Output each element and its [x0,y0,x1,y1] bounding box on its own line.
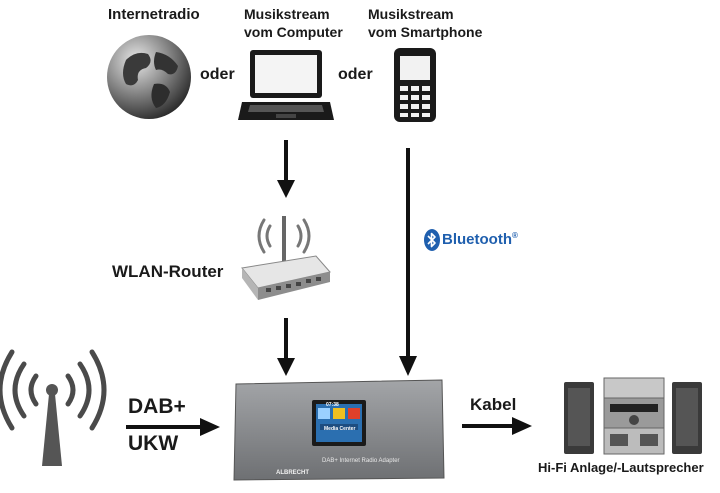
arrow-broadcast-to-adapter [126,418,220,436]
router-icon [241,216,331,300]
device-model-text: DAB+ Internet Radio Adapter [322,458,400,464]
arrow-smartphone-to-adapter [399,148,417,376]
bluetooth-label: Bluetooth® [442,231,518,248]
antenna-icon [0,349,107,466]
bluetooth-text: Bluetooth [442,231,512,248]
arrow-computer-to-router [277,140,295,198]
hifi-system-icon [564,377,702,455]
oder-label-2: oder [338,66,373,83]
radio-adapter-device [233,379,445,481]
internetradio-label: Internetradio [108,6,200,23]
computer-label-line1: Musikstream [244,6,330,22]
oder-label-1: oder [200,66,235,83]
dab-label: DAB+ [128,395,186,418]
bluetooth-icon [424,229,440,251]
smartphone-label-line1: Musikstream [368,6,454,22]
smartphone-icon [394,48,436,122]
arrow-router-to-adapter [277,318,295,376]
device-brand: ALBRECHT [276,470,309,476]
bluetooth-registered-mark: ® [511,231,518,240]
hifi-label: Hi-Fi Anlage/-Lautsprecher [538,460,704,475]
arrow-adapter-to-hifi [462,417,532,435]
globe-icon [107,35,191,119]
computer-label-line2: vom Computer [244,24,343,40]
cable-label: Kabel [470,395,517,414]
device-screen-time: 07:38 [326,402,339,408]
ukw-label: UKW [128,432,179,455]
device-screen-menu: Media Center [324,426,356,432]
router-label: WLAN-Router [112,262,224,281]
smartphone-label-line2: vom Smartphone [368,24,483,40]
laptop-icon [238,50,334,120]
